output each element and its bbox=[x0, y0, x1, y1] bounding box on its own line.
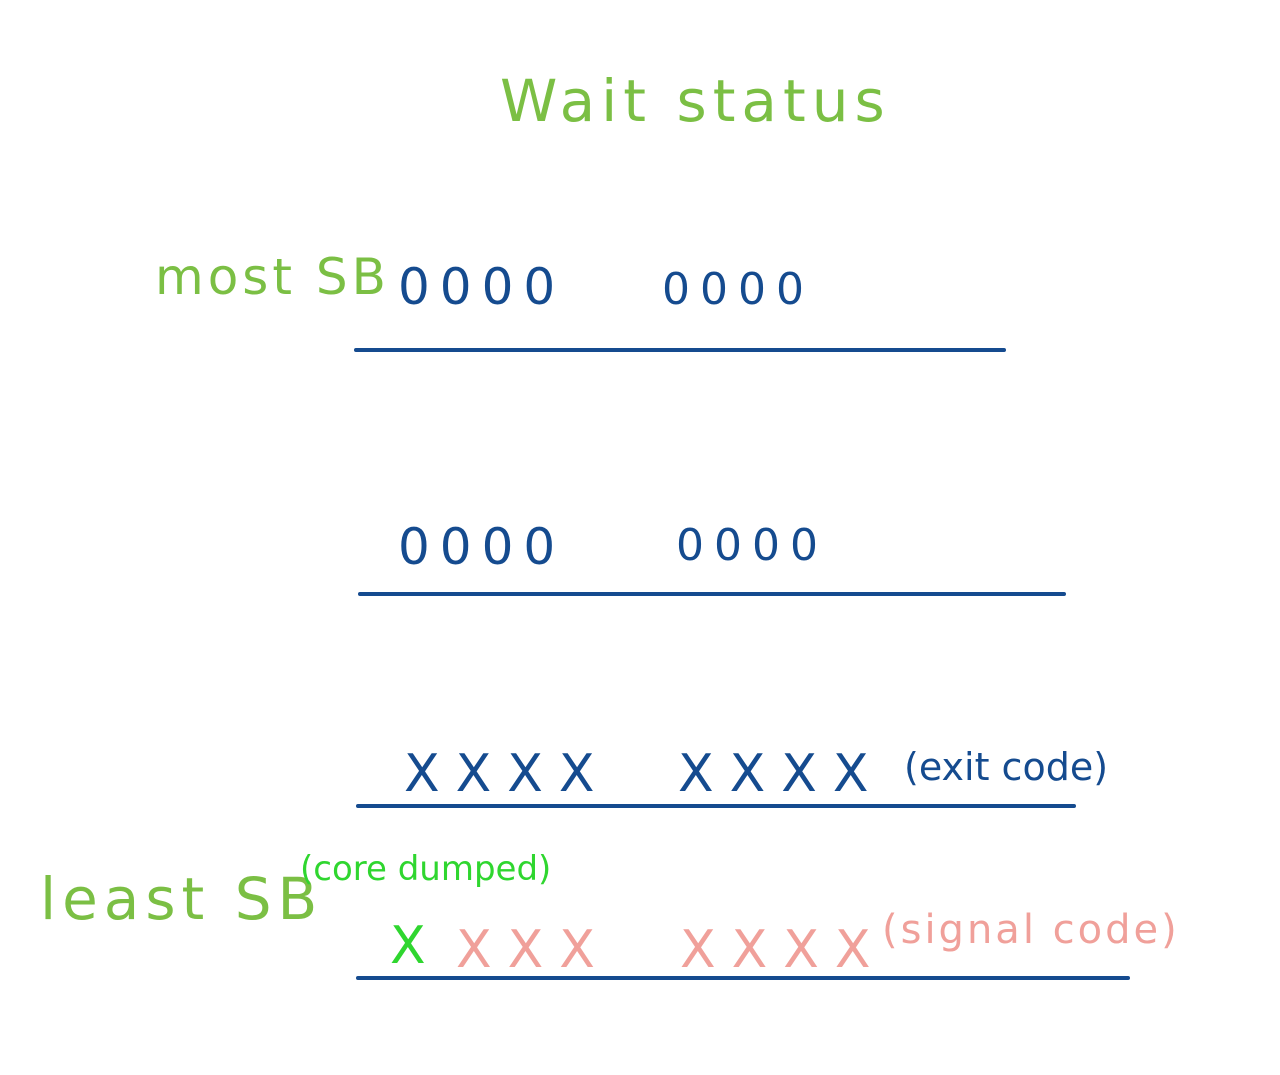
row4-underline bbox=[356, 976, 1130, 980]
exit-code-note: (exit code) bbox=[904, 745, 1109, 789]
row2-low-nibble: 0000 bbox=[676, 520, 828, 571]
diagram-title: Wait status bbox=[500, 67, 891, 135]
row2-underline bbox=[358, 592, 1066, 596]
row1-high-nibble: 0000 bbox=[398, 258, 566, 316]
row1-low-nibble: 0000 bbox=[662, 264, 814, 315]
signal-code-note: (signal code) bbox=[882, 907, 1180, 953]
row3-underline bbox=[356, 804, 1076, 808]
row4-core-dump-bit: X bbox=[390, 916, 442, 976]
least-sb-label: least SB bbox=[40, 865, 324, 933]
row4-low-nibble: XXXX bbox=[680, 920, 887, 980]
row4-high-nibble-rest: XXX bbox=[456, 920, 611, 980]
core-dumped-note: (core dumped) bbox=[300, 849, 552, 889]
most-sb-label: most SB bbox=[155, 248, 390, 306]
row3-low-nibble: XXXX bbox=[678, 744, 885, 804]
row2-high-nibble: 0000 bbox=[398, 518, 566, 576]
row1-underline bbox=[354, 348, 1006, 352]
row3-high-nibble: XXXX bbox=[404, 744, 611, 804]
